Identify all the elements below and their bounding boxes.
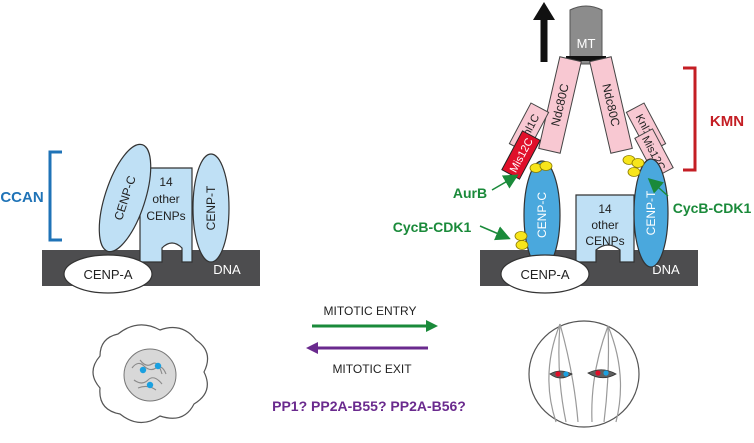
cycb-cdk1-right-label: CycB-CDK1 — [673, 200, 752, 216]
phospho-mark-cenpc-top-2 — [539, 161, 553, 171]
aurb-arrow — [491, 174, 519, 191]
cycb-cdk1-left-label: CycB-CDK1 — [393, 219, 472, 235]
dna-label-left: DNA — [213, 262, 241, 277]
mis12c-left — [501, 130, 541, 180]
phospho-marks — [514, 155, 645, 250]
mitotic-cell — [528, 320, 640, 428]
mitotic-exit-arrowhead — [306, 342, 318, 354]
centromere-dot-2 — [154, 362, 162, 370]
others-14-right: 14 — [598, 202, 612, 216]
chromatin — [131, 359, 167, 391]
aurb-label: AurB — [453, 185, 487, 201]
ccan-label: CCAN — [0, 189, 43, 206]
interphase-cell — [92, 324, 209, 424]
transition-arrows: MITOTIC ENTRY MITOTIC EXIT PP1? PP2A-B55… — [272, 304, 466, 414]
mitotic-exit-label: MITOTIC EXIT — [332, 362, 412, 376]
centromere-dot-1 — [139, 366, 147, 374]
mitotic-entry-arrowhead — [426, 320, 438, 332]
others-14-left: 14 — [159, 175, 173, 189]
cenp-t-left — [192, 153, 230, 263]
phospho-mark-cenpc-side-1 — [514, 231, 528, 241]
dna-label-right: DNA — [652, 262, 680, 277]
chromosome-2 — [587, 369, 617, 379]
microtubule — [569, 5, 603, 65]
kmn-bracket — [683, 66, 697, 172]
cenp-a-label-left: CENP-A — [83, 267, 132, 282]
phospho-mark-cenpt-2 — [631, 158, 645, 168]
other-cenps-left — [139, 167, 193, 263]
cenp-a-right — [500, 254, 590, 294]
mitotic-entry-label: MITOTIC ENTRY — [324, 304, 417, 318]
mis12c-right — [634, 128, 674, 178]
phospho-mark-cenpt-3 — [627, 167, 641, 177]
mitotic-cell-outline — [528, 320, 640, 428]
cycb-left-arrow — [479, 225, 511, 241]
cenp-t-label-right: CENP-T — [644, 190, 658, 235]
others-cenps-left: CENPs — [146, 209, 185, 223]
ndc80c-left — [538, 56, 582, 154]
mt-ring — [566, 56, 606, 61]
left-kinetochore: CCAN DNA 14 other CENPs CENP-C CENP-T CE… — [0, 143, 260, 294]
nucleus — [123, 348, 177, 402]
kmn-label: KMN — [710, 113, 744, 130]
cenp-c-label-right: CENP-C — [535, 192, 549, 238]
other-cenps-right — [575, 194, 635, 263]
centromere-dot-3 — [146, 381, 154, 389]
cenp-a-label-right: CENP-A — [520, 267, 569, 282]
others-other-right: other — [591, 218, 618, 232]
others-cenps-right: CENPs — [585, 234, 624, 248]
kinetochore-dot-3 — [595, 370, 601, 376]
cycb-right-arrow — [647, 178, 669, 197]
ndc80c-right — [589, 56, 633, 154]
phospho-mark-cenpc-side-2 — [515, 240, 529, 250]
others-other-left: other — [152, 192, 179, 206]
right-kinetochore: MT Ndc80C Ndc80C Knl1C Mis12C Knl1C — [393, 2, 752, 294]
cenp-t-label-left: CENP-T — [204, 185, 218, 230]
cenp-c-left — [98, 143, 152, 253]
kinetochore-dot-2 — [563, 371, 569, 377]
pulling-arrow-head — [533, 2, 555, 20]
mt-label: MT — [577, 36, 596, 51]
phosphatases-label: PP1? PP2A-B55? PP2A-B56? — [272, 398, 466, 414]
ccan-bracket — [48, 150, 62, 242]
kinetochore-dot-1 — [555, 371, 561, 377]
kinetochore-dot-4 — [603, 370, 609, 376]
cenp-a-left — [63, 254, 153, 294]
